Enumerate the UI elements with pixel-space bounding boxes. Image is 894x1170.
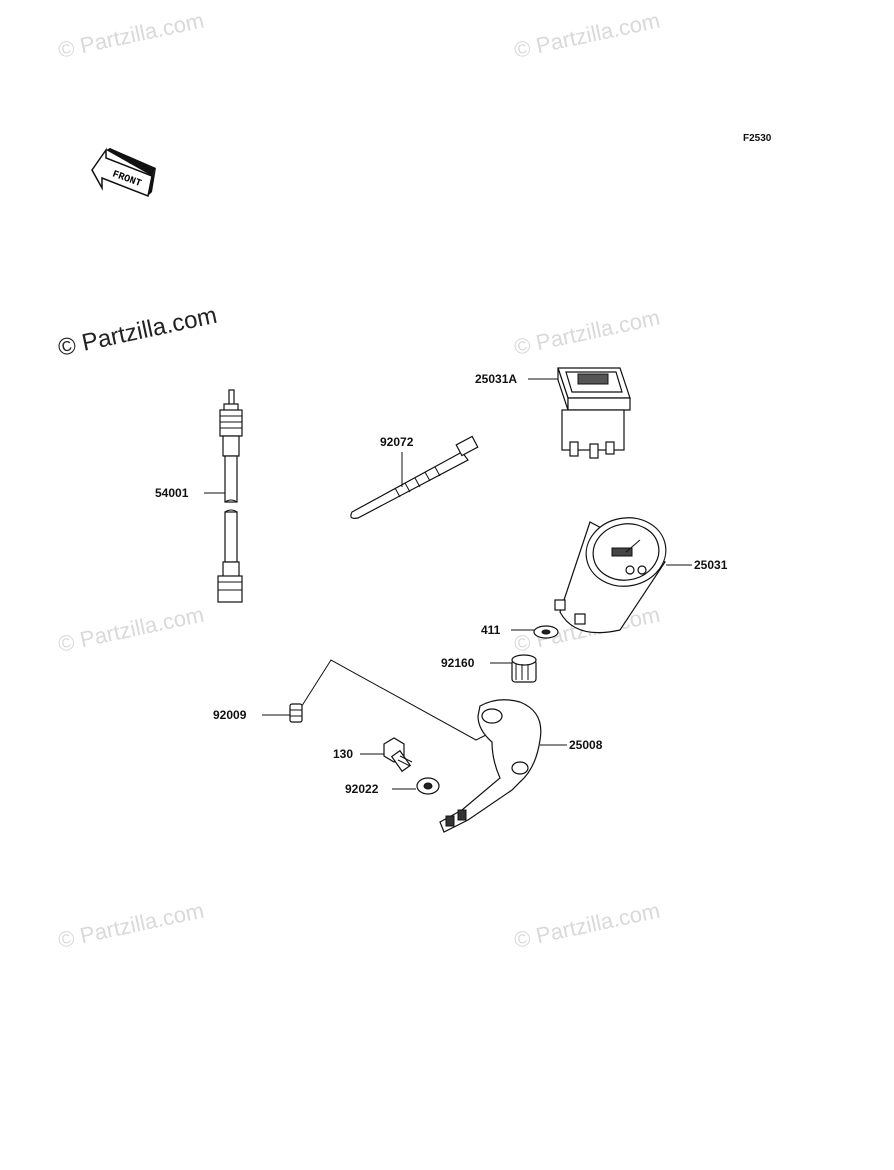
bolt-130[interactable] bbox=[383, 737, 413, 773]
part-label-92072[interactable]: 92072 bbox=[380, 435, 414, 449]
watermark: © Partzilla.com bbox=[512, 305, 662, 360]
part-label-54001[interactable]: 54001 bbox=[155, 486, 189, 500]
watermark: © Partzilla.com bbox=[512, 8, 662, 63]
figure-code: F2530 bbox=[743, 133, 772, 144]
washer-92022[interactable] bbox=[416, 777, 440, 795]
screw-92009[interactable] bbox=[289, 703, 303, 723]
watermark: © Partzilla.com bbox=[56, 602, 206, 657]
watermark: © Partzilla.com bbox=[56, 8, 206, 63]
part-label-130[interactable]: 130 bbox=[333, 747, 353, 761]
damper-92160[interactable] bbox=[511, 654, 537, 683]
watermark: © Partzilla.com bbox=[56, 898, 206, 953]
cable-tie[interactable] bbox=[350, 435, 479, 519]
speedometer-cable[interactable] bbox=[217, 389, 243, 603]
part-label-411[interactable]: 411 bbox=[481, 623, 501, 637]
reference-line bbox=[297, 659, 489, 741]
part-label-25031A[interactable]: 25031A bbox=[475, 372, 517, 386]
speedometer[interactable] bbox=[554, 512, 671, 634]
front-arrow-icon: FRONT bbox=[91, 147, 156, 198]
watermark: © Partzilla.com bbox=[56, 302, 220, 362]
washer-411[interactable] bbox=[533, 625, 559, 639]
part-label-92160[interactable]: 92160 bbox=[441, 656, 475, 670]
hour-meter[interactable] bbox=[557, 367, 631, 459]
meter-bracket[interactable] bbox=[439, 699, 542, 833]
part-label-92022[interactable]: 92022 bbox=[345, 782, 379, 796]
watermark: © Partzilla.com bbox=[512, 898, 662, 953]
part-label-25031[interactable]: 25031 bbox=[694, 558, 728, 572]
part-label-25008[interactable]: 25008 bbox=[569, 738, 603, 752]
watermark-layer: © Partzilla.com © Partzilla.com © Partzi… bbox=[56, 8, 662, 953]
part-label-92009[interactable]: 92009 bbox=[213, 708, 247, 722]
